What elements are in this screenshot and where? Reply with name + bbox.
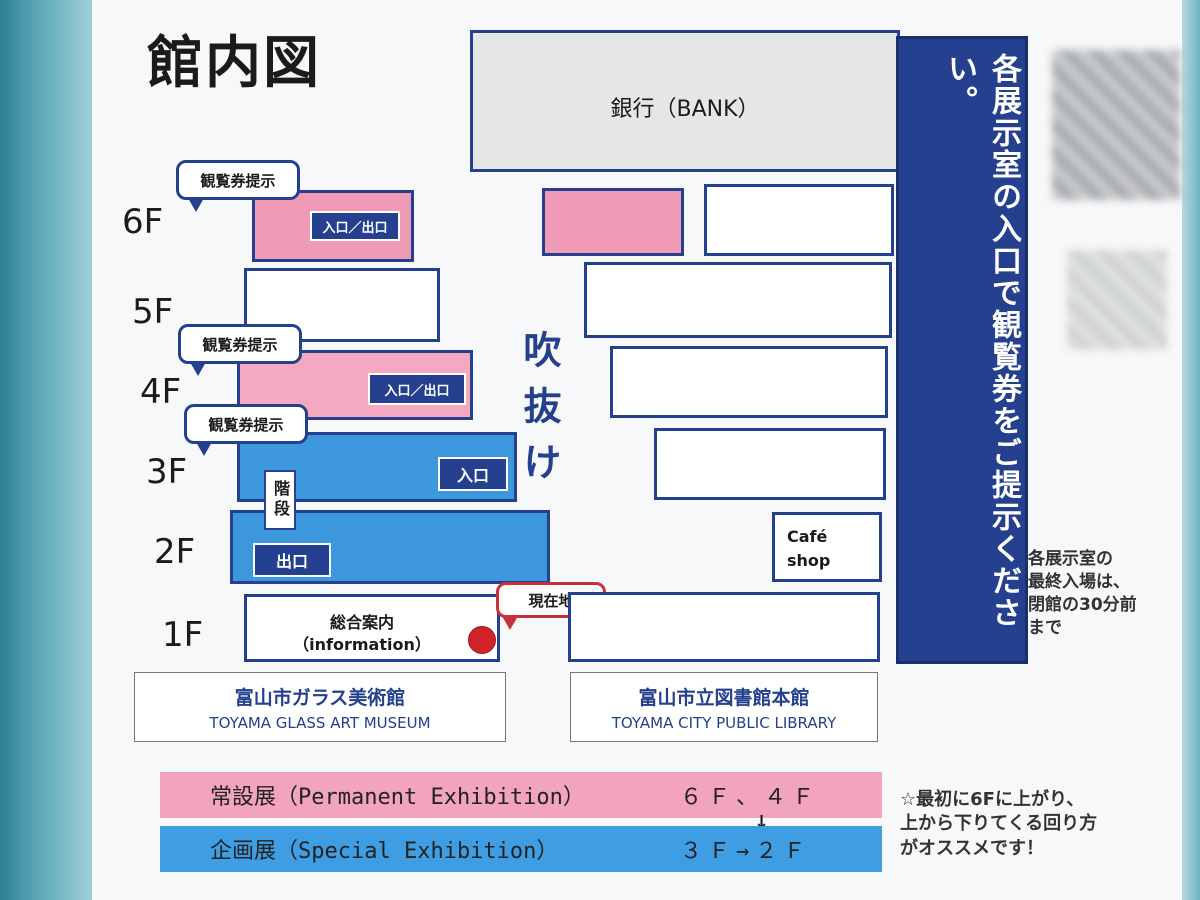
ticket-bubble-6f: 観覧券提示 [176,160,300,200]
atrium-void-label: 吹抜け [517,330,561,498]
legend-special-band: 企画展（Special Exhibition） ３Ｆ→２Ｆ [160,826,882,872]
legend-special-label: 企画展（Special Exhibition） [210,839,559,864]
bank-block: 銀行（BANK） [470,30,900,172]
ticket-bubble-4f-tail [190,362,206,376]
page-title: 館内図 [147,31,321,96]
recommend-note: ☆最初に6Fに上がり、 上から下りてくる回り方 がオススメです！ [900,789,1098,859]
legend-permanent-label: 常設展（Permanent Exhibition） [210,785,585,810]
museum-name-en: TOYAMA GLASS ART MUSEUM [209,713,431,732]
ticket-bubble-3f: 観覧券提示 [184,404,308,444]
entrance-tag-3f: 入口 [438,457,508,491]
information-label: 総合案内 [329,613,394,632]
library-name-en: TOYAMA CITY PUBLIC LIBRARY [611,713,837,732]
floor-label-4f: 4F [140,372,182,412]
floor-label-6f: 6F [122,202,164,242]
floor-map-poster: 館内図 6F 5F 4F 3F 2F 1F 入口／出口 入口／出口 入口 出口 … [92,0,1182,900]
ticket-bubble-6f-tail [188,198,204,212]
museum-name-jp: 富山市ガラス美術館 [234,686,406,709]
legend-permanent-band: 常設展（Permanent Exhibition） ６Ｆ、４Ｆ [160,772,882,818]
ticket-notice-panel: 各展示室の入口で観覧券をご提示ください。 [896,36,1028,664]
library-3f-block [654,428,886,500]
current-location-dot [468,626,496,654]
library-1f-block [568,592,880,662]
information-en-label: （information） [293,635,431,654]
frame-right-edge [1182,0,1200,900]
ticket-bubble-4f: 観覧券提示 [178,324,302,364]
floor-label-3f: 3F [146,452,188,492]
qr-caption-blurred [1067,250,1167,350]
museum-name-box: 富山市ガラス美術館 TOYAMA GLASS ART MUSEUM [134,672,506,742]
library-name-box: 富山市立図書館本館 TOYAMA CITY PUBLIC LIBRARY [570,672,878,742]
current-location-bubble-tail [502,616,518,630]
shop-label: shop [787,551,831,570]
entrance-exit-tag-4f: 入口／出口 [368,373,466,405]
floor-label-1f: 1F [162,615,204,655]
museum-1f-block: 総合案内 （information） [244,594,500,662]
cafe-shop-block: Café shop [772,512,882,582]
library-name-jp: 富山市立図書館本館 [638,686,810,709]
library-5f-block [584,262,892,338]
legend-permanent-floors: ６Ｆ、４Ｆ [680,785,821,810]
entrance-exit-tag-6f: 入口／出口 [310,211,400,241]
frame-left-edge [0,0,92,900]
bank-label: 銀行（BANK） [610,97,760,122]
library-4f-block [610,346,888,418]
qr-code-image [1052,50,1180,200]
library-6f-pink-block [542,188,684,256]
floor-label-5f: 5F [132,292,174,332]
museum-6f-block: 入口／出口 [252,190,414,262]
library-6f-block [704,184,894,256]
floor-label-2f: 2F [154,532,196,572]
last-entry-note: 各展示室の 最終入場は、 閉館の30分前 まで [1028,549,1137,638]
cafe-label: Café [787,527,828,546]
ticket-bubble-3f-tail [196,442,212,456]
legend-special-floors: ３Ｆ→２Ｆ [680,839,812,864]
stairs-sign: 階段 [264,470,296,530]
exit-tag-2f: 出口 [253,543,331,577]
